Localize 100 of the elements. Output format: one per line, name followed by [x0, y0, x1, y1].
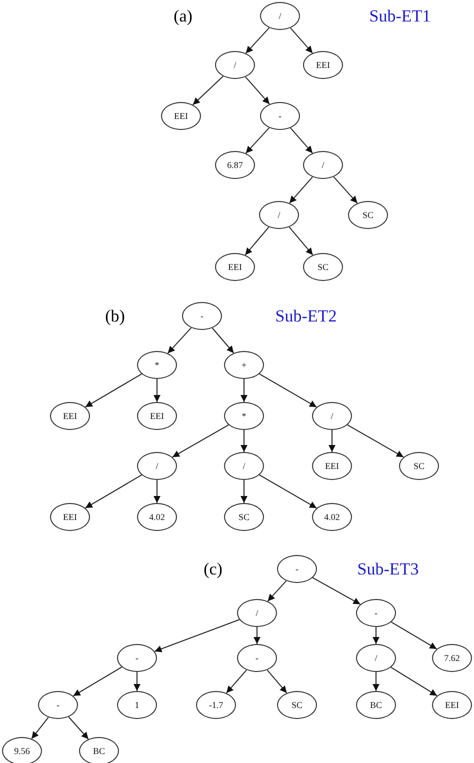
node-label: - — [56, 700, 60, 710]
node-ellipse — [50, 402, 90, 430]
arrow — [372, 626, 380, 644]
node-label: - — [200, 311, 204, 321]
arrow — [254, 626, 260, 644]
arrow — [289, 176, 313, 204]
node-label: EEI — [445, 700, 459, 710]
node-label: SC — [317, 262, 328, 272]
node-label: EEI — [63, 512, 77, 522]
node-ellipse — [312, 452, 352, 480]
arrow — [134, 672, 140, 692]
arrow — [390, 666, 438, 696]
node-ellipse — [348, 201, 388, 229]
arrow — [372, 672, 380, 692]
node-label: SC — [291, 700, 302, 710]
node-ellipse — [260, 102, 300, 130]
node-label: + — [241, 360, 247, 370]
node-ellipse — [432, 644, 472, 672]
arrow — [245, 76, 270, 105]
arrow — [226, 669, 248, 694]
node-ellipse — [117, 691, 157, 719]
arrow — [68, 716, 89, 740]
tree-title: Sub-ET1 — [369, 8, 431, 24]
node-ellipse — [182, 302, 222, 330]
node-ellipse — [161, 102, 201, 130]
node-ellipse — [224, 351, 264, 379]
arrow — [267, 580, 287, 602]
node-label: * — [154, 360, 160, 370]
node-ellipse — [399, 452, 439, 480]
arrow — [245, 127, 270, 154]
node-ellipse — [312, 503, 352, 531]
node-ellipse — [137, 402, 177, 430]
node-ellipse — [259, 201, 299, 229]
node-ellipse — [79, 737, 119, 763]
node-label: EEI — [174, 111, 188, 121]
arrow — [290, 127, 314, 154]
arrow — [258, 373, 318, 408]
node-label: - — [374, 608, 378, 618]
node-ellipse — [137, 503, 177, 531]
node-label: - — [278, 111, 282, 121]
arrow — [72, 666, 122, 696]
node-label: 4.02 — [324, 512, 340, 522]
node-label: / — [156, 461, 158, 471]
node-ellipse — [215, 51, 255, 79]
node-label: EEI — [63, 411, 77, 421]
node-label: 9.56 — [14, 746, 30, 756]
node-label: 4.02 — [149, 512, 165, 522]
panel-label: (c) — [204, 560, 222, 578]
node-label: / — [256, 608, 258, 618]
node-ellipse — [277, 691, 317, 719]
node-label: / — [278, 11, 282, 21]
node-label: * — [242, 411, 246, 421]
node-label: - — [256, 653, 258, 663]
node-ellipse — [117, 644, 157, 672]
arrow — [245, 27, 270, 54]
node-label: / — [242, 461, 246, 471]
arrow — [288, 226, 314, 256]
arrow — [328, 430, 336, 452]
node-ellipse — [312, 402, 352, 430]
node-label: / — [330, 411, 334, 421]
node-label: EEI — [325, 461, 339, 471]
arrow — [84, 374, 142, 408]
node-label: SC — [362, 210, 374, 220]
node-ellipse — [303, 253, 343, 281]
node-ellipse — [260, 2, 300, 30]
arrow — [266, 670, 288, 694]
node-ellipse — [224, 402, 264, 430]
node-ellipse — [137, 452, 177, 480]
node-ellipse — [237, 644, 277, 672]
tree-title: Sub-ET2 — [275, 308, 337, 324]
node-label: SC — [413, 461, 424, 471]
arrow — [290, 27, 314, 54]
node-ellipse — [2, 737, 42, 763]
node-ellipse — [215, 253, 255, 281]
arrow — [346, 424, 404, 458]
arrow — [84, 474, 142, 508]
node-ellipse — [137, 351, 177, 379]
node-ellipse — [38, 691, 78, 719]
node-label: / — [234, 60, 236, 70]
node-label: 1 — [134, 700, 140, 710]
node-ellipse — [432, 691, 472, 719]
node-label: 7.62 — [444, 653, 460, 663]
node-label: / — [322, 160, 324, 170]
node-label: BC — [92, 746, 105, 756]
node-ellipse — [356, 644, 396, 672]
node-label: / — [374, 653, 378, 663]
arrow — [212, 328, 234, 354]
tree-title: Sub-ET3 — [357, 560, 419, 578]
panel-label: (b) — [105, 308, 125, 324]
arrow — [333, 176, 358, 204]
node-ellipse — [50, 503, 90, 531]
node-label: / — [278, 210, 280, 220]
panel-label: (a) — [174, 8, 192, 24]
arrow — [167, 327, 192, 354]
node-ellipse — [303, 151, 343, 179]
arrow — [258, 474, 318, 509]
arrow — [240, 378, 248, 402]
arrow — [172, 424, 230, 458]
node-label: EEI — [228, 262, 242, 272]
arrow — [31, 716, 49, 740]
